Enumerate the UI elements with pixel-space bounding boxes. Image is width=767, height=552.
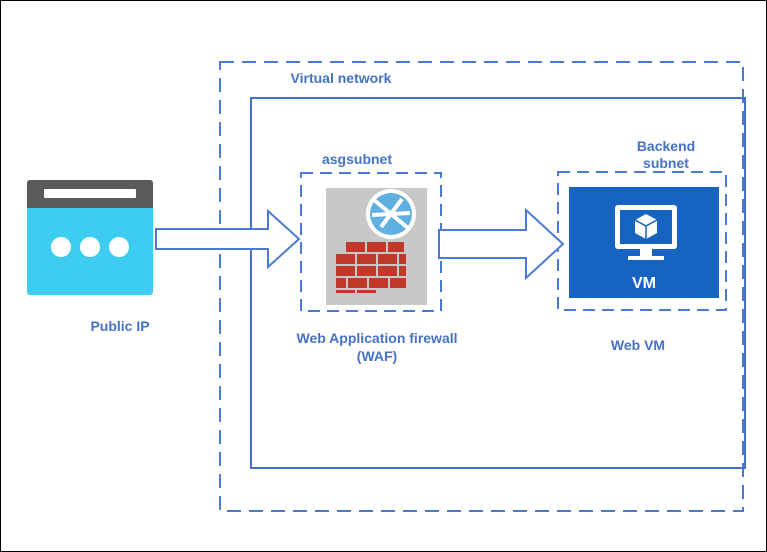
asgsubnet-label: asgsubnet — [321, 151, 392, 167]
arrow-waf-to-vm — [438, 207, 565, 281]
public-ip-icon — [27, 180, 153, 295]
waf-label-line1: Web Application firewall — [296, 330, 458, 346]
virtual-machine-icon — [569, 187, 719, 298]
waf-firewall-icon — [326, 188, 427, 305]
vm-badge-label: VM — [632, 275, 656, 292]
arrow-ip-to-waf — [155, 208, 301, 270]
public-ip-label: Public IP — [90, 318, 150, 334]
waf-label-line2: (WAF) — [356, 348, 398, 364]
vnet-inner-box — [250, 97, 746, 469]
vnet-label: Virtual network — [290, 70, 392, 86]
web-vm-label: Web VM — [610, 337, 666, 353]
backend-subnet-label-line1: Backend — [636, 138, 696, 154]
vnet-dashed-boundary — [219, 61, 744, 512]
backend-subnet-label-line2: subnet — [643, 155, 689, 171]
